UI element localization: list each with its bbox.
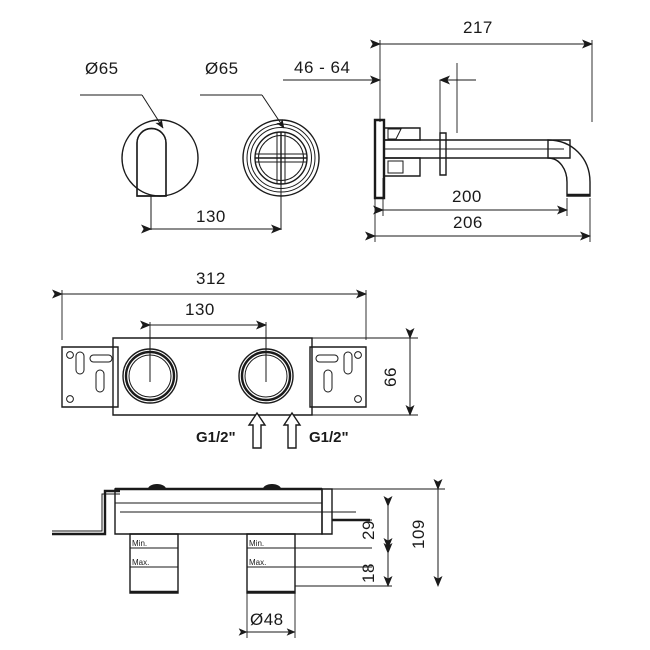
dimension-body-height-66: 66 <box>312 328 418 416</box>
dimension-total-height-109: 109 <box>332 479 445 587</box>
label-max-right: Max. <box>249 558 266 567</box>
dimension-bore-dia-48: Ø48 <box>238 593 296 638</box>
label-inlet-left: G1/2" <box>196 429 236 446</box>
label-escutcheon-right-dia: Ø65 <box>205 59 239 78</box>
dimension-outer-reach-206: 206 <box>365 178 591 242</box>
label-min-right: Min. <box>249 539 264 548</box>
svg-text:206: 206 <box>453 213 483 232</box>
cross-handle-spokes <box>255 132 307 184</box>
view-rough-in-plan: 312 130 <box>52 269 418 449</box>
dimension-spout-reach-200: 200 <box>373 178 568 216</box>
svg-text:29: 29 <box>359 520 378 540</box>
label-escutcheon-left-dia: Ø65 <box>85 59 119 78</box>
mixer-escutcheon-left <box>121 119 199 197</box>
dimension-body-width-312: 312 <box>52 269 367 340</box>
svg-text:217: 217 <box>463 18 493 37</box>
inlet-arrow-left <box>247 411 267 449</box>
svg-text:Ø48: Ø48 <box>250 610 284 629</box>
dimension-wall-depth-46-64: 46 - 64 <box>283 58 476 133</box>
mounting-plate-left <box>61 346 119 408</box>
mounting-plate-right <box>309 346 367 408</box>
spout-curved-outlet <box>547 139 591 197</box>
svg-text:66: 66 <box>381 367 400 387</box>
svg-text:130: 130 <box>185 300 215 319</box>
svg-text:46 - 64: 46 - 64 <box>294 58 350 77</box>
seal-nub-right <box>263 484 281 489</box>
view-side-elevation: 217 46 - 64 <box>283 18 593 242</box>
label-inlet-right: G1/2" <box>309 429 349 446</box>
spout-wall-flange <box>373 118 386 200</box>
dimension-front-spacing-130: 130 <box>141 207 282 234</box>
inlet-arrow-right <box>282 411 302 449</box>
label-min-left: Min. <box>132 539 147 548</box>
svg-text:130: 130 <box>196 207 226 226</box>
view-front-elevation: Ø65 Ø65 <box>80 59 320 234</box>
seal-nub-left <box>148 484 166 489</box>
svg-text:312: 312 <box>196 269 226 288</box>
spout-body <box>383 127 571 177</box>
view-installation-section: Min. Max. Min. Max. 29 18 <box>52 479 445 638</box>
svg-text:200: 200 <box>452 187 482 206</box>
label-max-left: Max. <box>132 558 149 567</box>
bracket-left-profile <box>52 489 120 536</box>
leader-escutcheon-right <box>200 94 285 129</box>
dimension-projection-217: 217 <box>370 18 593 122</box>
svg-text:18: 18 <box>359 563 378 583</box>
bore-sleeve-left: Min. Max. <box>129 533 179 594</box>
dimension-depth-29: 29 <box>359 496 393 549</box>
dimension-depth-18: 18 <box>359 543 393 587</box>
leader-escutcheon-left <box>80 94 164 129</box>
svg-text:109: 109 <box>409 519 428 549</box>
